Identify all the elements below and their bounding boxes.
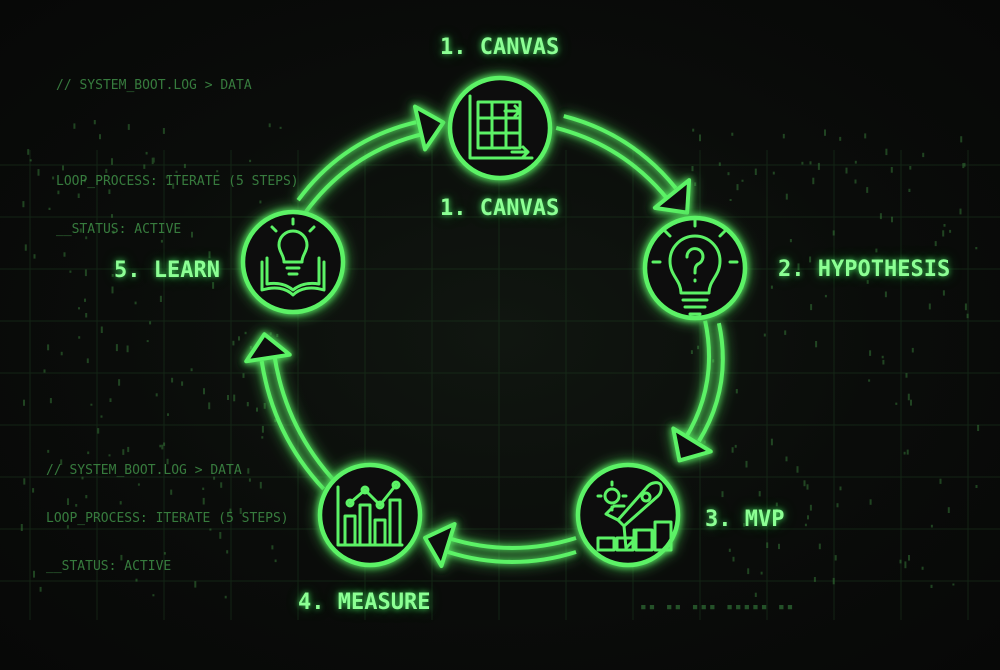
canvas-arrow-bottom-icon xyxy=(510,145,530,159)
gear-icon xyxy=(603,487,621,505)
chart-trend-line-icon xyxy=(348,483,398,507)
step-label-hypothesis: 2. HYPOTHESIS xyxy=(778,257,951,282)
arrow-head xyxy=(423,522,457,568)
trend-point-icon xyxy=(345,498,355,508)
chart-bar-icon xyxy=(388,498,402,547)
step-label-mvp: 3. MVP xyxy=(705,507,785,532)
gear-teeth-icon xyxy=(596,480,628,512)
lightbulb-question-icon xyxy=(651,218,739,316)
arrow-band-inner xyxy=(447,550,577,564)
arrow-band-inner xyxy=(697,322,725,443)
log-line: __STATUS: ACTIVE xyxy=(56,222,182,237)
arrow-head xyxy=(671,426,713,463)
chart-bar-icon xyxy=(358,503,372,547)
rocket-body-icon xyxy=(616,481,663,528)
log-line: // SYSTEM_BOOT.LOG > DATA xyxy=(56,78,252,93)
log-line: LOOP_PROCESS: ITERATE (5 STEPS) xyxy=(56,174,299,189)
cycle-arrows xyxy=(244,104,725,568)
arrow-band-outer xyxy=(272,354,338,485)
arrow-head xyxy=(412,104,446,152)
block-icon xyxy=(615,536,635,552)
arrow-band-inner xyxy=(563,114,678,190)
icons xyxy=(260,94,739,552)
learn-bulb-rays-icon xyxy=(270,217,316,233)
system-log-top: // SYSTEM_BOOT.LOG > DATA LOOP_PROCESS: … xyxy=(56,46,299,270)
arrow-band-outer xyxy=(555,125,670,202)
bulb-glass-icon xyxy=(668,234,722,295)
arrow-band-inner xyxy=(259,360,326,491)
cycle-nodes xyxy=(240,75,748,568)
trend-point-icon xyxy=(360,485,370,495)
book-lightbulb-icon xyxy=(260,217,326,297)
arrow-band-outer xyxy=(447,536,577,550)
bar-chart-trend-icon xyxy=(336,480,404,547)
open-book-icon xyxy=(260,260,326,297)
block-icon xyxy=(653,520,673,552)
canvas-grid-icon xyxy=(476,100,522,150)
arrow-head xyxy=(652,178,692,215)
book-pages-icon xyxy=(265,256,321,292)
rocket-gear-blocks-icon xyxy=(596,480,673,552)
canvas-arrow-right-icon xyxy=(503,104,522,118)
block-icon xyxy=(634,528,654,552)
bulb-rays-icon xyxy=(651,218,739,264)
system-log-bottom: // SYSTEM_BOOT.LOG > DATA LOOP_PROCESS: … xyxy=(46,431,289,607)
faint-code-fragment: ▪▪ ▪▪ ▪▪▪ ▪▪▪▪▪ ▪▪ xyxy=(640,600,796,613)
question-mark-icon xyxy=(685,247,705,283)
arrow-band-outer xyxy=(683,320,711,440)
step-label-measure: 4. MEASURE xyxy=(298,590,431,615)
step-label-learn: 5. LEARN xyxy=(114,258,220,283)
trend-point-icon xyxy=(391,480,401,490)
chart-bar-icon xyxy=(343,514,357,547)
arrow-band-outer xyxy=(304,131,425,214)
arrow-head xyxy=(244,332,292,364)
chart-bar-icon xyxy=(373,518,387,547)
block-icon xyxy=(596,536,616,552)
canvas-axis-icon xyxy=(468,94,534,160)
log-line: LOOP_PROCESS: ITERATE (5 STEPS) xyxy=(46,511,289,526)
canvas-grid-lines-icon xyxy=(476,100,522,150)
learn-bulb-base-icon xyxy=(285,266,301,276)
arrow-band-inner xyxy=(296,120,417,202)
log-line: __STATUS: ACTIVE xyxy=(46,559,172,574)
step-label-canvas: 1. CANVAS xyxy=(440,35,560,60)
canvas-inner-label: 1. CANVAS xyxy=(440,196,560,221)
step-node-circle xyxy=(447,75,553,181)
canvas-grid-icon xyxy=(468,94,534,160)
trend-point-icon xyxy=(375,500,385,510)
rocket-window-icon xyxy=(640,491,652,503)
bulb-base-icon xyxy=(681,298,709,316)
log-line: // SYSTEM_BOOT.LOG > DATA xyxy=(46,463,242,478)
learn-bulb-icon xyxy=(277,229,309,264)
